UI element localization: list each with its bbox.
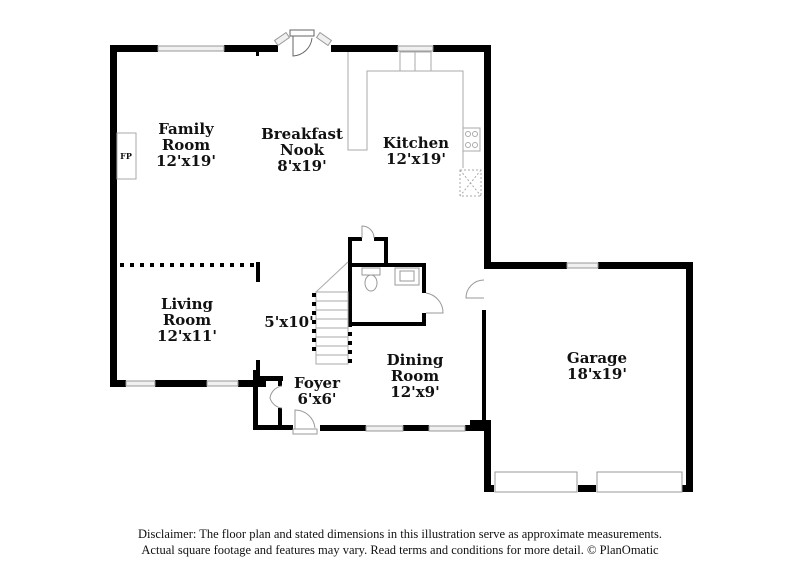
disclaimer: Disclaimer: The floor plan and stated di… xyxy=(0,526,800,558)
family-room-label: Family xyxy=(158,120,215,138)
family-room-dims: 12'x19' xyxy=(156,152,216,170)
kitchen-label: Kitchen xyxy=(383,134,449,152)
powder-room-fixtures xyxy=(361,225,444,314)
svg-text:Room: Room xyxy=(391,367,439,385)
svg-text:FP: FP xyxy=(120,151,132,161)
svg-text:Room: Room xyxy=(163,311,211,329)
breakfast-nook-dims: 8'x19' xyxy=(277,157,326,175)
dining-room-dims: 12'x9' xyxy=(390,383,439,401)
disclaimer-line-1: Disclaimer: The floor plan and stated di… xyxy=(138,527,662,541)
breakfast-nook-label: Breakfast xyxy=(261,125,343,143)
foyer-dims: 6'x6' xyxy=(297,390,336,408)
living-room-label: Living xyxy=(161,295,214,313)
fireplace: FP xyxy=(116,132,137,180)
dining-room-label: Dining xyxy=(387,351,444,369)
foyer-label: Foyer xyxy=(294,374,341,392)
garage-doors xyxy=(494,471,683,493)
windows xyxy=(125,31,599,432)
room-labels: Family Room 12'x19' Breakfast Nook 8'x19… xyxy=(156,120,627,408)
svg-text:Nook: Nook xyxy=(280,141,325,159)
garage-dims: 18'x19' xyxy=(567,365,627,383)
disclaimer-line-2: Actual square footage and features may v… xyxy=(141,543,659,557)
room-divider-dotted xyxy=(120,263,254,267)
garage-label: Garage xyxy=(567,349,627,367)
stair-area-dims: 5'x10' xyxy=(264,313,313,331)
powder-room-walls xyxy=(348,237,426,327)
stair-rail-dotted xyxy=(312,293,352,363)
svg-text:Room: Room xyxy=(162,136,210,154)
exterior-walls xyxy=(110,45,693,492)
bay-door xyxy=(289,29,315,57)
doors xyxy=(269,279,485,435)
kitchen-counters xyxy=(347,51,482,197)
living-room-dims: 12'x11' xyxy=(157,327,217,345)
staircase xyxy=(315,261,349,365)
kitchen-dims: 12'x19' xyxy=(386,150,446,168)
